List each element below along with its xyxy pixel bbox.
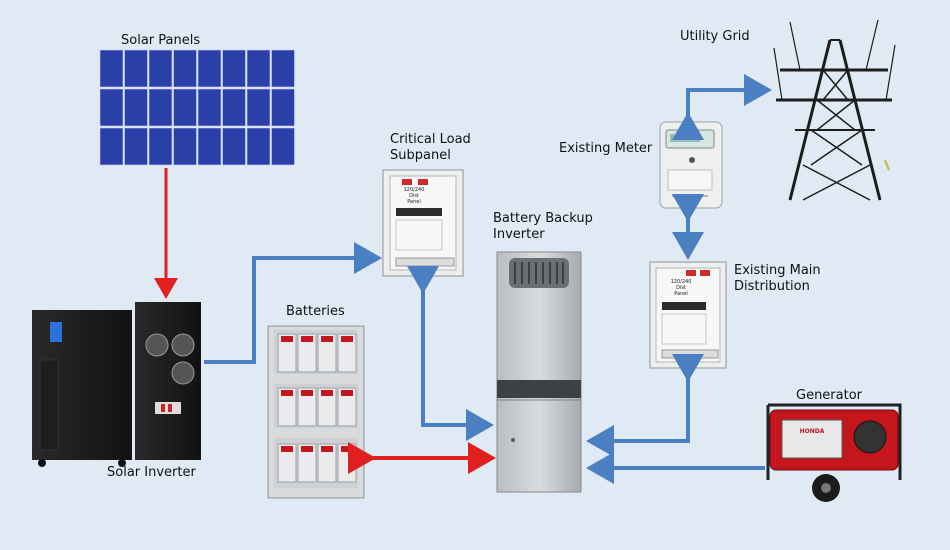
solar-cell [173,49,197,88]
battery-terminal [341,336,353,342]
battery-terminal [321,390,333,396]
battery-cell [317,333,337,373]
solar-cell [124,88,148,127]
solar-cell [246,49,271,88]
solar-panel-array [99,49,295,166]
solar-cell [271,49,295,88]
battery-cell [277,333,297,373]
label-solar-inverter: Solar Inverter [107,465,196,480]
solar-cell [124,127,148,166]
solar-cell [148,88,173,127]
arrow-main-to-inverter [586,354,704,457]
generator-icon [766,403,902,502]
battery-cell [277,387,297,427]
arrow-inverter-to-subpanel [204,242,382,364]
main-distribution-panel-icon [649,261,727,369]
solar-cell [222,88,246,127]
label-critical-load-subpanel: Critical Load Subpanel [390,132,471,163]
battery-terminal [301,336,313,342]
battery-terminal [281,390,293,396]
battery-terminal [301,390,313,396]
solar-cell [99,49,124,88]
battery-terminal [341,446,353,452]
solar-cell [148,49,173,88]
solar-cell [271,127,295,166]
critical-load-subpanel-icon [382,169,464,277]
battery-terminal [301,446,313,452]
battery-cell [297,387,317,427]
battery-backup-inverter-icon [496,251,582,493]
battery-cell [277,443,297,483]
label-existing-main-distribution: Existing Main Distribution [734,263,821,294]
battery-cell [297,443,317,483]
label-solar-panels: Solar Panels [121,33,201,48]
battery-cell [317,387,337,427]
battery-terminal [341,390,353,396]
generator-brand-text: HONDA [800,428,825,435]
battery-cell [317,443,337,483]
battery-terminal [321,446,333,452]
solar-cell [197,127,222,166]
solar-cell [99,88,124,127]
label-batteries: Batteries [286,304,345,319]
battery-terminal [321,336,333,342]
solar-cell [271,88,295,127]
label-battery-backup-inverter: Battery Backup Inverter [493,211,593,242]
battery-rack-icon [267,325,365,499]
battery-terminal [281,336,293,342]
label-utility-grid: Utility Grid [680,29,750,44]
solar-cell [173,88,197,127]
label-generator: Generator [796,388,863,403]
battery-cell [337,387,357,427]
battery-cell [337,333,357,373]
battery-terminal [281,446,293,452]
battery-cell [297,333,317,373]
solar-cell [173,127,197,166]
solar-inverter-icon [32,302,201,467]
solar-cell [222,49,246,88]
arrow-meter-to-grid [672,74,772,140]
solar-cell [124,49,148,88]
electric-meter-icon [659,121,723,209]
label-existing-meter: Existing Meter [559,141,653,156]
solar-cell [246,127,271,166]
power-tower-icon [773,19,896,201]
solar-cell [246,88,271,127]
solar-cell [197,88,222,127]
solar-cell [222,127,246,166]
solar-cell [197,49,222,88]
solar-cell [99,127,124,166]
solar-cell [148,127,173,166]
